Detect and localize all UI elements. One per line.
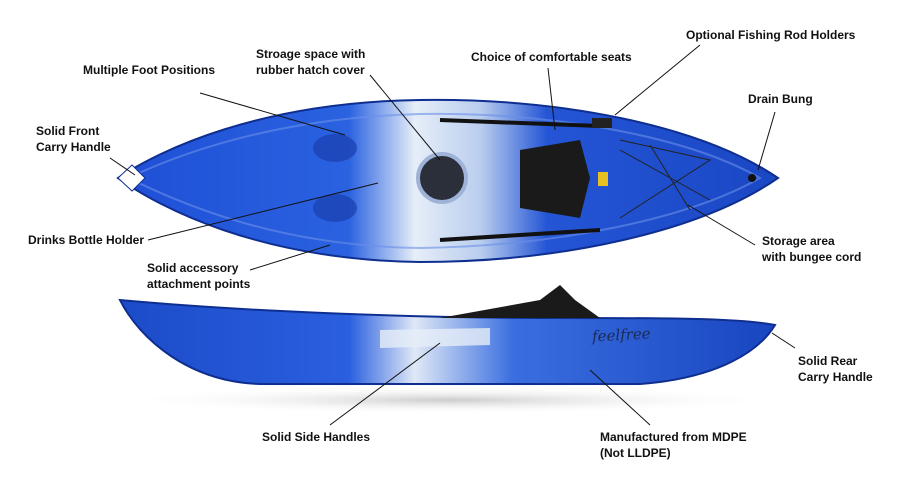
- hatch-cover-icon: [416, 152, 468, 204]
- label-line: Storage area: [762, 234, 835, 248]
- label-rod-holders: Optional Fishing Rod Holders: [686, 28, 856, 42]
- bungee-cord-icon: [619, 139, 712, 219]
- label-line: Manufactured from MDPE: [600, 430, 747, 444]
- label-line: Carry Handle: [36, 140, 111, 154]
- drain-bung-icon: [748, 174, 756, 182]
- brand-logo: feelfree: [591, 324, 652, 346]
- leader-lines: [109, 44, 796, 426]
- seat-icon: [520, 140, 590, 218]
- label-line: rubber hatch cover: [256, 63, 365, 77]
- label-seats: Choice of comfortable seats: [471, 50, 632, 64]
- label-line: (Not LLDPE): [600, 446, 671, 460]
- label-line: Solid Front: [36, 124, 100, 138]
- label-line: attachment points: [147, 277, 251, 291]
- foot-well-icon: [313, 134, 357, 162]
- label-storage-bungee: Storage area with bungee cord: [762, 233, 861, 265]
- side-handle-icon: [380, 328, 490, 348]
- label-storage-hatch: Stroage space with rubber hatch cover: [256, 46, 365, 78]
- label-attachment-points: Solid accessory attachment points: [147, 260, 250, 292]
- side-seat-icon: [440, 285, 600, 318]
- label-bottle-holder: Drinks Bottle Holder: [28, 233, 145, 247]
- label-drain-bung: Drain Bung: [748, 92, 813, 106]
- label-line: with bungee cord: [762, 250, 862, 264]
- label-line: Stroage space with: [256, 47, 366, 61]
- label-line: Carry Handle: [798, 370, 873, 384]
- label-side-handles: Solid Side Handles: [262, 430, 371, 444]
- label-line: Solid accessory: [147, 261, 239, 275]
- label-front-handle: Solid Front Carry Handle: [36, 123, 111, 155]
- label-line: Solid Rear: [798, 354, 858, 368]
- label-foot-positions: Multiple Foot Positions: [83, 63, 215, 77]
- label-material: Manufactured from MDPE (Not LLDPE): [600, 429, 747, 461]
- label-rear-handle: Solid Rear Carry Handle: [798, 353, 873, 385]
- rod-holder-icon: [592, 118, 612, 128]
